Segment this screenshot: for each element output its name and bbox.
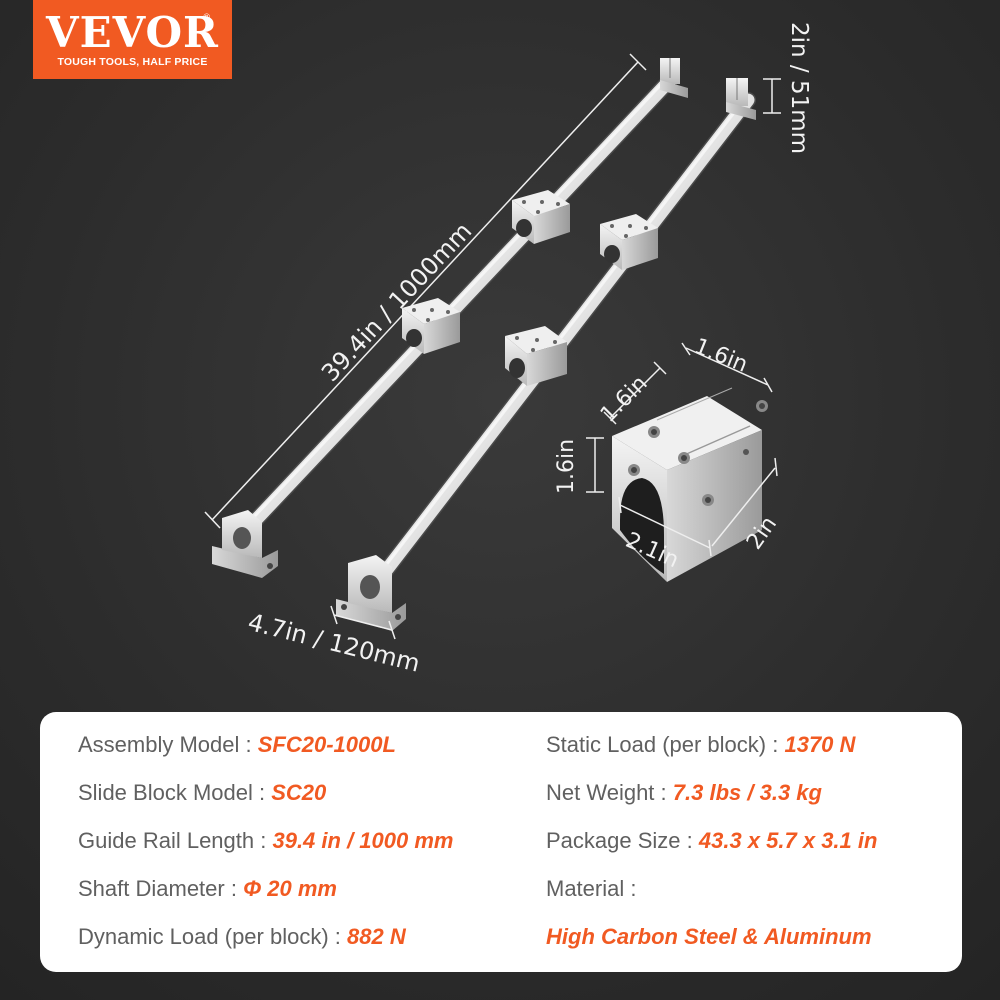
shaft-support-top-2: [726, 78, 756, 120]
spec-static-load: Static Load (per block) : 1370 N: [546, 732, 855, 758]
slide-block-2b: [505, 326, 567, 386]
registered-mark: ®: [203, 12, 210, 22]
specs-card: Assembly Model : SFC20-1000L Slide Block…: [40, 712, 962, 972]
spec-net-weight: Net Weight : 7.3 lbs / 3.3 kg: [546, 780, 822, 806]
spec-value: SFC20-1000L: [257, 732, 396, 757]
spec-label: Material :: [546, 876, 637, 901]
spec-label: Static Load (per block) :: [546, 732, 779, 757]
slide-block-2a: [600, 214, 658, 270]
spec-label: Slide Block Model :: [78, 780, 266, 805]
spec-label: Assembly Model :: [78, 732, 252, 757]
spec-label: Dynamic Load (per block) :: [78, 924, 341, 949]
spec-value: 882 N: [347, 924, 406, 949]
brand-name: VEVOR: [46, 8, 219, 57]
spec-value: Φ 20 mm: [243, 876, 337, 901]
spec-assembly-model: Assembly Model : SFC20-1000L: [78, 732, 396, 758]
spec-value: 43.3 x 5.7 x 3.1 in: [698, 828, 878, 853]
shaft-support-bottom-1: [212, 510, 278, 578]
spec-label: Shaft Diameter :: [78, 876, 237, 901]
slide-block-1b: [402, 298, 460, 354]
spec-label: Package Size :: [546, 828, 693, 853]
spec-slide-block-model: Slide Block Model : SC20: [78, 780, 326, 806]
spec-value: 1370 N: [784, 732, 856, 757]
shaft-support-bottom-2: [336, 555, 406, 631]
spec-value: 7.3 lbs / 3.3 kg: [672, 780, 822, 805]
brand-tagline: TOUGH TOOLS, HALF PRICE: [57, 56, 208, 68]
spec-value: 39.4 in / 1000 mm: [272, 828, 454, 853]
dimension-lines: [204, 53, 781, 640]
vevor-logo: VEVOR ® TOUGH TOOLS, HALF PRICE: [33, 0, 232, 79]
slide-block-1a: [512, 190, 570, 244]
spec-material: Material :: [546, 876, 636, 902]
support-height-label: 2in / 51mm: [786, 22, 812, 155]
spec-material-value: High Carbon Steel & Aluminum: [546, 924, 872, 950]
product-illustration: [204, 53, 781, 640]
spec-label: Guide Rail Length :: [78, 828, 267, 853]
spec-label: Net Weight :: [546, 780, 667, 805]
spec-package-size: Package Size : 43.3 x 5.7 x 3.1 in: [546, 828, 877, 854]
slide-block-detail: [612, 387, 768, 582]
block-height-label: 1.6in: [554, 438, 579, 494]
shaft-support-top-1: [660, 58, 688, 98]
spec-guide-rail-length: Guide Rail Length : 39.4 in / 1000 mm: [78, 828, 453, 854]
spec-value: High Carbon Steel & Aluminum: [546, 924, 872, 949]
spec-dynamic-load: Dynamic Load (per block) : 882 N: [78, 924, 406, 950]
spec-shaft-diameter: Shaft Diameter : Φ 20 mm: [78, 876, 337, 902]
spec-value: SC20: [271, 780, 327, 805]
